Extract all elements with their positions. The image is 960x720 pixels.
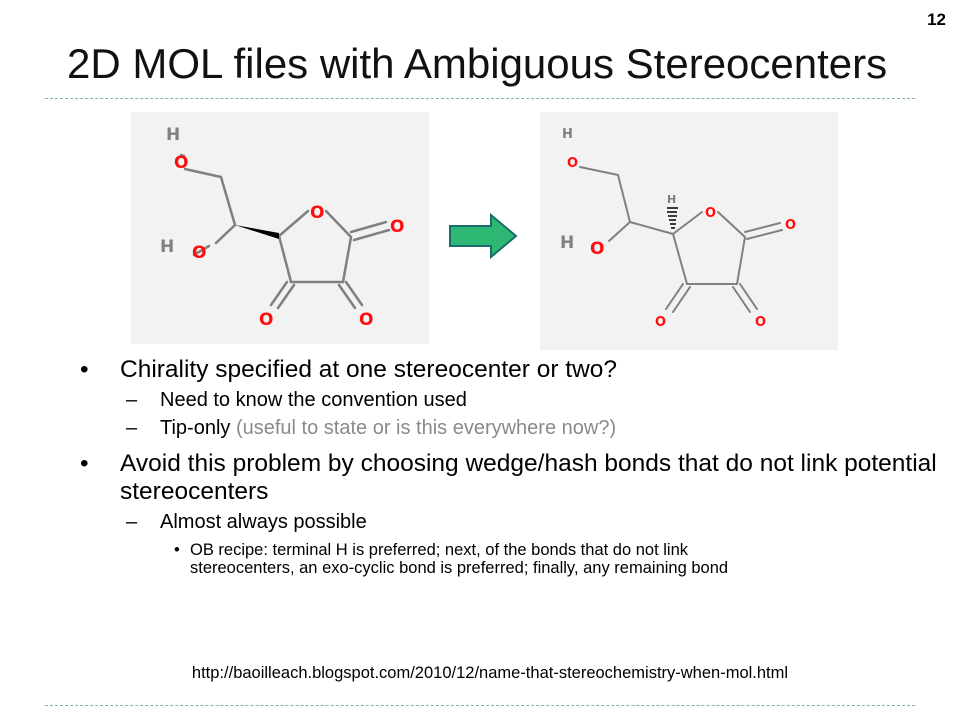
atom-label-oxygen: O (755, 315, 766, 330)
top-divider (45, 98, 915, 99)
atom-label-hydrogen: H (562, 127, 573, 142)
atom-label-hydrogen: H (160, 237, 174, 257)
atom-label-oxygen: O (705, 206, 716, 221)
bullet-text: OB recipe: terminal H is preferred; next… (190, 541, 729, 577)
sub-sub-bullet-ob-recipe: OB recipe: terminal H is preferred; next… (80, 541, 790, 577)
atom-label-oxygen: O (590, 239, 604, 259)
bullet-chirality: Chirality specified at one stereocenter … (80, 356, 940, 384)
source-url: http://baoilleach.blogspot.com/2010/12/n… (191, 664, 789, 682)
atom-label-hydrogen: H (166, 125, 180, 145)
slide-title: 2D MOL files with Ambiguous Stereocenter… (67, 40, 888, 87)
sub-bullet-convention: – Need to know the convention used (80, 388, 940, 412)
slide-number: 12 (927, 10, 946, 29)
atom-label-oxygen: O (785, 218, 796, 233)
bottom-divider (45, 705, 915, 706)
molecule-structure-original: H O H O O O O O (160, 125, 404, 330)
molecule-image-converted: H O H O H O O O O (540, 112, 838, 350)
right-arrow-icon (445, 212, 521, 265)
atom-label-oxygen: O (655, 315, 666, 330)
atom-label-oxygen: O (567, 156, 578, 171)
bullet-text: Need to know the convention used (160, 389, 467, 411)
atom-label-oxygen: O (259, 310, 273, 330)
molecule-structure-converted: H O H O H O O O O (560, 127, 796, 330)
bullet-text: Tip-only (160, 417, 236, 439)
atom-label-oxygen: O (310, 203, 324, 223)
dash-marker: – (126, 511, 138, 533)
bullet-note: (useful to state or is this everywhere n… (235, 417, 617, 439)
sub-bullet-tip-only: – Tip-only (useful to state or is this e… (80, 416, 940, 440)
molecule-image-original: H O H O O O O O (131, 112, 429, 344)
dash-marker: – (126, 417, 138, 439)
bullet-text: Avoid this problem by choosing wedge/has… (120, 450, 937, 505)
atom-label-oxygen: O (174, 153, 188, 173)
atom-label-hydrogen: H (560, 233, 574, 253)
bullet-avoid: Avoid this problem by choosing wedge/has… (80, 450, 940, 506)
atom-label-oxygen: O (390, 217, 404, 237)
atom-label-oxygen: O (359, 310, 373, 330)
bullet-text: Almost always possible (160, 511, 367, 533)
dash-marker: – (126, 389, 138, 411)
bullet-text: Chirality specified at one stereocenter … (120, 356, 618, 383)
bullet-list: Chirality specified at one stereocenter … (80, 356, 940, 577)
atom-label-hydrogen: H (667, 193, 676, 206)
atom-label-oxygen: O (192, 243, 206, 263)
sub-bullet-almost-always: – Almost always possible (80, 510, 940, 534)
